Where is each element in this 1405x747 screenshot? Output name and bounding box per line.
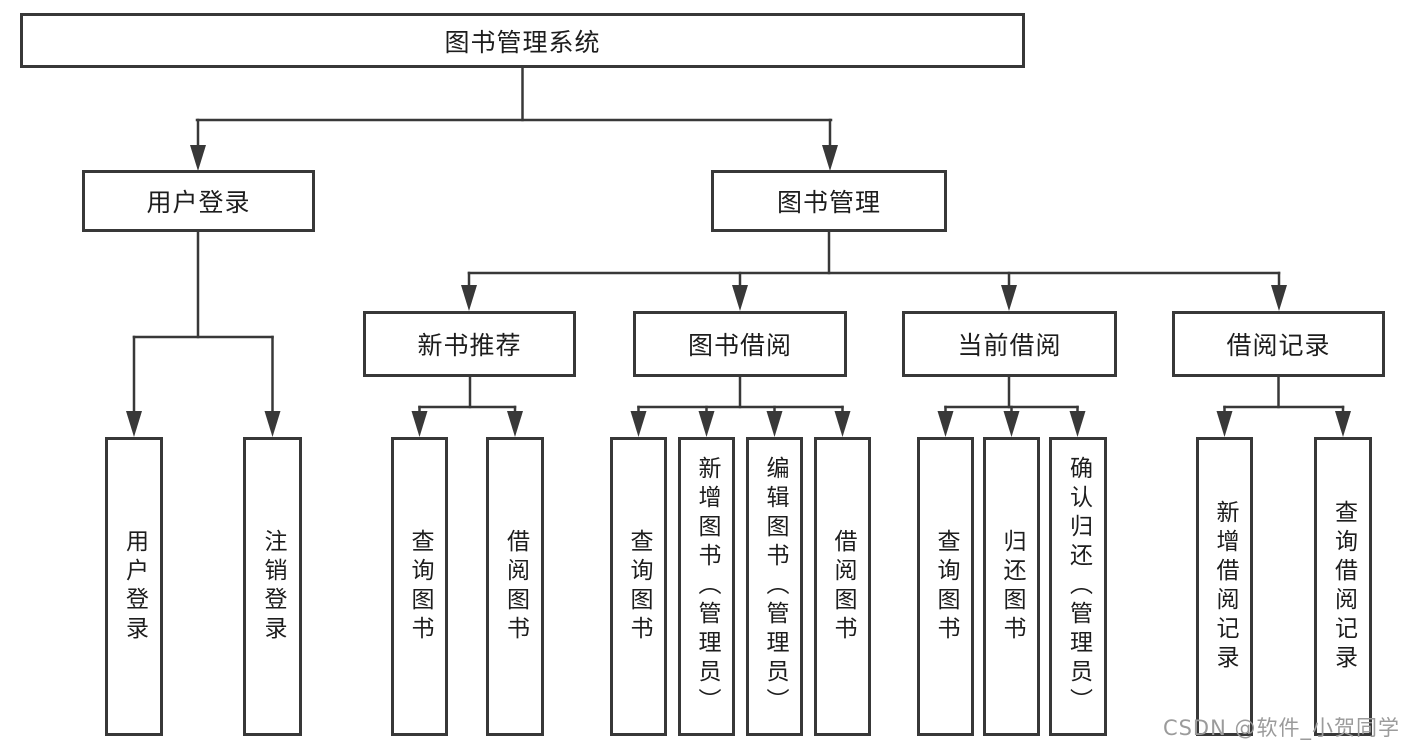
- node-root-label: 图书管理系统: [444, 27, 601, 57]
- node-book-management-label: 图书管理: [776, 188, 881, 217]
- node-login-user-login-label: 用户登录: [121, 528, 148, 645]
- node-current-borrow: 当前借阅: [902, 311, 1117, 377]
- node-login-user-login: 用户登录: [105, 437, 163, 736]
- node-recommend-borrow-books-label: 借阅图书: [502, 528, 529, 645]
- node-current-confirm-return-admin-label: 确认归还（管理员）: [1065, 456, 1092, 717]
- node-book-borrow-label: 图书借阅: [687, 331, 792, 360]
- node-records-add-borrow-record-label: 新增借阅记录: [1212, 499, 1238, 674]
- node-borrow-borrow-books-label: 借阅图书: [830, 528, 856, 645]
- node-borrow-query-books-label: 查询图书: [626, 528, 652, 645]
- node-user-login: 用户登录: [82, 170, 315, 232]
- watermark: CSDN @软件_小贺同学: [1162, 716, 1400, 740]
- node-login-logout: 注销登录: [243, 437, 302, 736]
- node-borrow-records: 借阅记录: [1172, 311, 1385, 377]
- node-borrow-edit-books-admin: 编辑图书（管理员）: [746, 437, 803, 736]
- node-borrow-query-books: 查询图书: [610, 437, 667, 736]
- node-recommend-query-books: 查询图书: [391, 437, 448, 736]
- node-current-query-books-label: 查询图书: [933, 528, 959, 645]
- node-records-query-borrow-record: 查询借阅记录: [1314, 437, 1372, 736]
- node-current-borrow-label: 当前借阅: [957, 331, 1062, 360]
- node-login-logout-label: 注销登录: [260, 528, 286, 645]
- node-current-confirm-return-admin: 确认归还（管理员）: [1049, 437, 1107, 736]
- node-borrow-records-label: 借阅记录: [1226, 331, 1331, 360]
- node-borrow-borrow-books: 借阅图书: [814, 437, 871, 736]
- node-current-query-books: 查询图书: [917, 437, 974, 736]
- node-borrow-edit-books-admin-label: 编辑图书（管理员）: [762, 456, 788, 717]
- node-recommend-borrow-books: 借阅图书: [486, 437, 544, 736]
- node-book-management: 图书管理: [711, 170, 947, 232]
- node-current-return-books: 归还图书: [983, 437, 1040, 736]
- node-recommend-query-books-label: 查询图书: [407, 528, 433, 645]
- node-book-borrow: 图书借阅: [633, 311, 847, 377]
- node-root: 图书管理系统: [20, 13, 1025, 68]
- node-user-login-label: 用户登录: [146, 188, 251, 217]
- node-records-add-borrow-record: 新增借阅记录: [1196, 437, 1253, 736]
- node-current-return-books-label: 归还图书: [999, 528, 1025, 645]
- node-borrow-add-books-admin-label: 新增图书（管理员）: [694, 456, 720, 717]
- node-records-query-borrow-record-label: 查询借阅记录: [1330, 499, 1357, 674]
- node-new-book-recommend-label: 新书推荐: [417, 331, 522, 360]
- node-borrow-add-books-admin: 新增图书（管理员）: [678, 437, 735, 736]
- node-new-book-recommend: 新书推荐: [363, 311, 576, 377]
